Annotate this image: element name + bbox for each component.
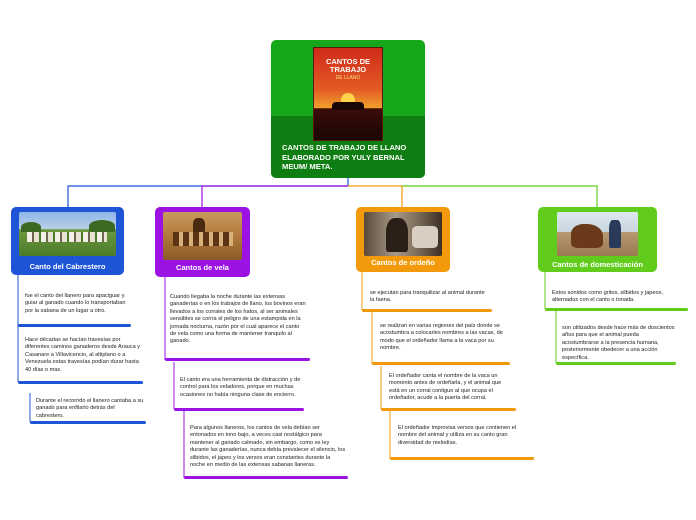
branch-cantos-de-domesticacion[interactable]: Cantos de domesticación: [538, 207, 657, 272]
central-topic[interactable]: CANTOS DE TRABAJO DE LLANO CANTOS DE TRA…: [271, 40, 425, 178]
branch-label: Cantos de domesticación: [552, 260, 643, 269]
leaf-text: Para algunos llaneros, los cantos de vel…: [190, 425, 346, 469]
leaf-text: Hace décadas se hacían travesías por dif…: [25, 337, 141, 373]
branch-cantos-de-vela[interactable]: Cantos de vela: [155, 207, 250, 277]
branch-label: Cantos de ordeño: [371, 258, 435, 267]
leaf-underline: [390, 457, 534, 460]
branch-label: Cantos de vela: [176, 263, 229, 272]
milking-photo: [364, 212, 442, 256]
leaf-text: fue el canto del llanero para apaciguar …: [25, 293, 126, 314]
central-topic-title: CANTOS DE TRABAJO DE LLANO ELABORADO POR…: [282, 143, 407, 171]
leaf-underline: [18, 381, 143, 384]
book-cover-title: CANTOS DE TRABAJO: [325, 57, 371, 74]
leaf-text: son utilizados desde hace más de doscien…: [562, 325, 675, 361]
cattle-herd-photo: [19, 212, 116, 256]
leaf-underline: [556, 362, 676, 365]
book-cover-image: CANTOS DE TRABAJO DE LLANO: [314, 48, 382, 140]
night-herding-painting: [163, 212, 242, 260]
leaf-text: Durante el recorrido el llanero cantaba …: [36, 398, 144, 419]
leaf-text: Estos sonidos como gritos, silbidos y ja…: [552, 290, 663, 304]
leaf-text: Cuando llegaba la noche durante las exte…: [170, 294, 306, 345]
horse-taming-photo: [557, 212, 638, 256]
leaf-underline: [30, 421, 146, 424]
leaf-text: se realizan en varias regiones del país …: [380, 323, 503, 352]
leaf-text: El ordeñador improvisa versos que contie…: [398, 425, 517, 446]
leaf-underline: [174, 408, 304, 411]
leaf-underline: [381, 408, 516, 411]
leaf-underline: [372, 362, 510, 365]
leaf-underline: [545, 308, 688, 311]
branch-label: Canto del Cabrestero: [29, 262, 106, 271]
book-cover-subtitle: DE LLANO: [335, 75, 361, 81]
leaf-underline: [362, 309, 492, 312]
leaf-underline: [184, 476, 348, 479]
leaf-text: se ejecutan para tranquilizar al animal …: [370, 290, 485, 304]
leaf-underline: [165, 358, 310, 361]
leaf-text: El canto era una herramienta de distracc…: [180, 377, 301, 398]
branch-cantos-de-ordeno[interactable]: Cantos de ordeño: [356, 207, 450, 272]
branch-canto-del-cabrestero[interactable]: Canto del Cabrestero: [11, 207, 124, 275]
leaf-text: El ordeñador canta el nombre de la vaca …: [389, 373, 502, 402]
leaf-underline: [18, 324, 131, 327]
